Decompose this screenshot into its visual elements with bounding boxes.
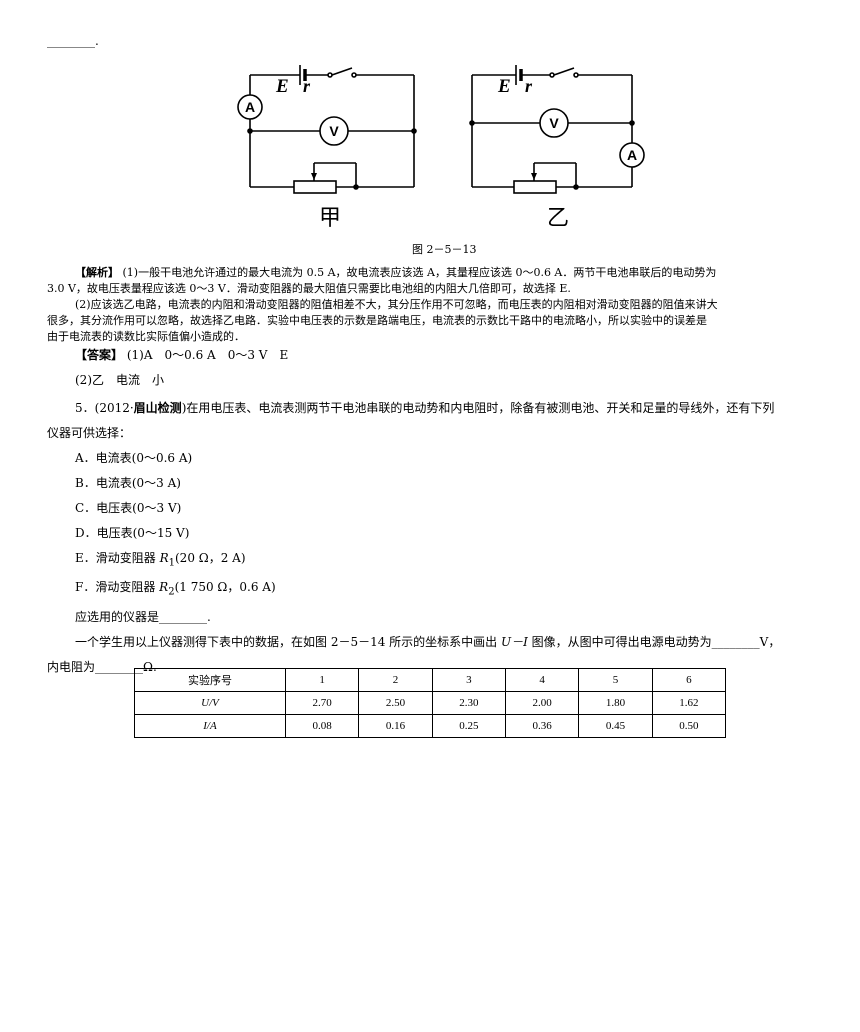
data-line2: 内电阻为________Ω.: [47, 659, 157, 674]
table-header-cell: 1: [284, 668, 360, 692]
select-instruments-line: 应选用的仪器是________.: [75, 609, 211, 624]
circuit-diagram-yi: E r A V 乙: [469, 65, 645, 231]
table-cell: 0.50: [651, 714, 727, 738]
q5-number: 5．(2012·: [75, 401, 134, 415]
option-c: C．电压表(0～3 V): [75, 501, 182, 515]
table-cell: 0.45: [578, 714, 653, 738]
analysis-p1-line1: (1)一般干电池允许通过的最大电流为 0.5 A，故电流表应该选 A，其量程应该…: [122, 266, 717, 279]
circuit-label-yi: 乙: [547, 206, 569, 231]
analysis-p1-line2: 3.0 V，故电压表量程应该选 0～3 V．滑动变阻器的最大阻值只需要比电池组的…: [47, 282, 571, 295]
measurement-table: 实验序号 1 2 3 4 5 6 U/V 2.70 2.50 2.30 2.00…: [134, 668, 727, 738]
table-cell: 2.50: [358, 691, 433, 715]
table-header-cell: 6: [651, 668, 727, 692]
analysis-p2-line3: 由于电流表的读数比实际值偏小造成的．: [47, 330, 245, 343]
option-f: F．滑动变阻器 R2(1 750 Ω，0.6 A): [75, 580, 276, 598]
q5-intro-line2: 仪器可供选择：: [47, 426, 132, 440]
table-header-cell: 3: [431, 668, 506, 692]
option-d: D．电压表(0～15 V): [75, 526, 190, 540]
table-header-row: 实验序号 1 2 3 4 5 6: [134, 668, 727, 692]
table-cell: 0.16: [358, 714, 433, 738]
analysis-tag: 【解析】: [75, 266, 119, 279]
table-header-cell: 实验序号: [134, 668, 286, 692]
table-header-cell: 5: [578, 668, 653, 692]
table-cell: 2.70: [284, 691, 360, 715]
ammeter-icon: A: [245, 99, 255, 115]
question-5: 5．(2012·眉山检测)在用电压表、电流表测两节干电池串联的电动势和内电阻时，…: [47, 396, 813, 680]
answer-line2: (2)乙 电流 小: [75, 373, 164, 387]
voltmeter-icon: V: [549, 115, 559, 131]
voltage-row-label: U/V: [134, 691, 286, 715]
table-cell: 1.80: [578, 691, 653, 715]
table-header-cell: 4: [504, 668, 580, 692]
analysis-section: 【解析】 (1)一般干电池允许通过的最大电流为 0.5 A，故电流表应该选 A，…: [47, 265, 813, 345]
table-cell: 1.62: [651, 691, 727, 715]
answer-tag: 【答案】: [75, 348, 124, 362]
circuit-label-jia: 甲: [319, 206, 341, 231]
table-cell: 2.30: [431, 691, 506, 715]
table-row: U/V 2.70 2.50 2.30 2.00 1.80 1.62: [134, 691, 727, 715]
q5-intro-line1: )在用电压表、电流表测两节干电池串联的电动势和内电阻时，除备有被测电池、开关和足…: [181, 401, 775, 415]
table-cell: 0.25: [431, 714, 506, 738]
q5-source: 眉山检测: [133, 401, 182, 415]
internal-resistance-label: r: [303, 76, 311, 96]
answer-section: 【答案】 (1)A 0～0.6 A 0～3 V E (2)乙 电流 小: [47, 347, 813, 388]
answer-blank-top: ________.: [47, 34, 99, 48]
option-b: B．电流表(0～3 A): [75, 476, 181, 490]
analysis-p2-line1: (2)应该选乙电路，电流表的内阻和滑动变阻器的阻值相差不大，其分压作用不可忽略，…: [75, 298, 718, 311]
table-cell: 2.00: [504, 691, 580, 715]
option-a: A．电流表(0～0.6 A): [75, 451, 193, 465]
current-row-label: I/A: [134, 714, 286, 738]
emf-label: E: [275, 76, 289, 97]
data-line1: 一个学生用以上仪器测得下表中的数据，在如图 2－5－14 所示的坐标系中画出 U…: [75, 634, 781, 649]
circuit-diagram-jia: E r A V 甲: [237, 65, 417, 231]
table-header-cell: 2: [358, 668, 433, 692]
table-cell: 0.36: [504, 714, 580, 738]
answer-line1: (1)A 0～0.6 A 0～3 V E: [126, 348, 289, 362]
internal-resistance-label: r: [525, 76, 533, 96]
analysis-p2-line2: 很多，其分流作用可以忽略，故选择乙电路．实验中电压表的示数是路端电压，电流表的示…: [47, 314, 707, 327]
table-cell: 0.08: [284, 714, 360, 738]
table-row: I/A 0.08 0.16 0.25 0.36 0.45 0.50: [134, 714, 727, 738]
figure-caption: 图 2－5－13: [412, 243, 477, 256]
ammeter-icon: A: [627, 147, 637, 163]
option-e: E．滑动变阻器 R1(20 Ω，2 A): [75, 551, 246, 569]
emf-label: E: [497, 76, 511, 97]
voltmeter-icon: V: [329, 123, 339, 139]
